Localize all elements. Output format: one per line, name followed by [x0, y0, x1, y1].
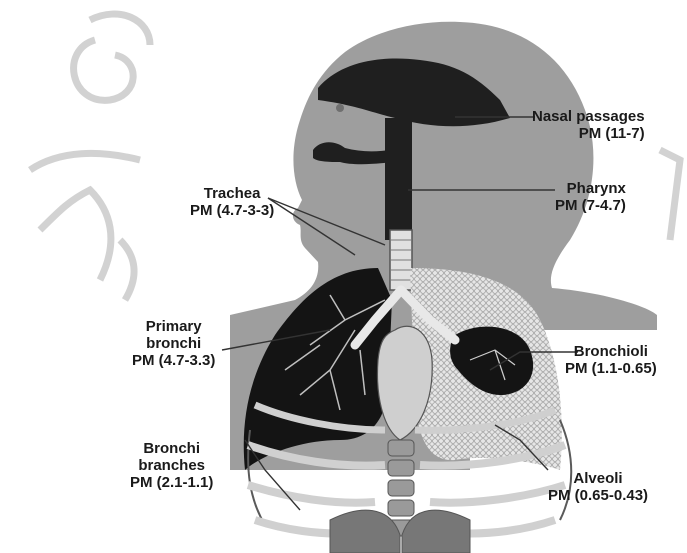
label-bronchioli: Bronchioli PM (1.1-0.65) — [565, 343, 657, 377]
trachea-tube — [390, 230, 412, 290]
label-bronchi-branches: Bronchi branches PM (2.1-1.1) — [130, 440, 213, 491]
label-pharynx: Pharynx PM (7-4.7) — [555, 180, 626, 214]
label-trachea: Trachea PM (4.7-3-3) — [190, 185, 274, 219]
label-alveoli: Alveoli PM (0.65-0.43) — [548, 470, 648, 504]
label-primary-bronchi: Primary bronchi PM (4.7-3.3) — [132, 318, 215, 369]
label-nasal-passages: Nasal passages PM (11-7) — [532, 108, 645, 142]
